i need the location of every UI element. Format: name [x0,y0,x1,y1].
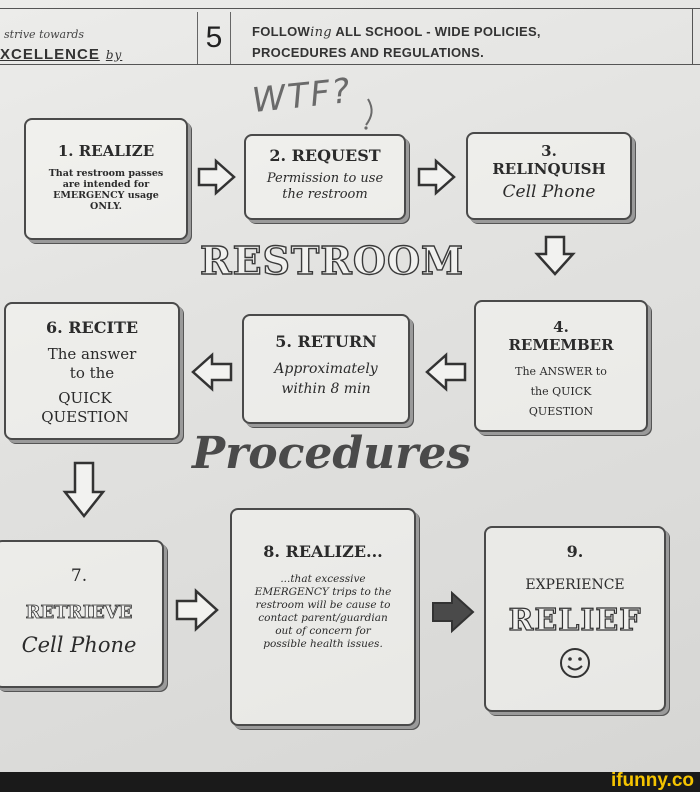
arrow-down-icon [62,461,106,519]
header-excellence-word: XCELLENCE [0,46,100,63]
step-7-box: 7. RETRIEVE Cell Phone [0,540,164,688]
step-4-title: REMEMBER [508,336,614,354]
arrow-left-icon [191,352,233,392]
step-9-box: 9. EXPERIENCE RELIEF [484,526,666,712]
step-3-body: Cell Phone [502,182,596,202]
title-ing: ing [310,25,332,40]
step-7-body: Cell Phone [21,633,137,657]
header-rule-number: 5 [197,12,231,64]
step-2-body: Permission to use the restroom [266,171,384,202]
watermark-bar: ifunny.co [0,770,700,792]
header-top-rule [0,8,700,9]
step-9-title: EXPERIENCE [525,577,625,593]
header-by: by [105,48,123,62]
step-2-title: 2. REQUEST [269,146,381,165]
arrow-left-icon [425,352,467,392]
step-1-body: That restroom passes are intended for EM… [48,168,164,212]
step-4-number: 4. [553,318,569,336]
step-5-title: 5. RETURN [275,332,377,351]
arrow-right-icon [175,588,219,632]
header-excellence: XCELLENCE by [0,46,122,63]
arrow-right-filled-icon [432,590,475,634]
step-5-body: Approximately within 8 min [274,361,378,397]
step-6-box: 6. RECITE The answer to the QUICK QUESTI… [4,302,180,440]
header-right-rule [692,8,693,64]
step-9-number: 9. [566,542,584,561]
step-7-number: 7. [70,566,88,586]
header-title: FOLLOWing ALL SCHOOL - WIDE POLICIES, PR… [252,22,541,63]
restroom-heading: RESTROOM [199,237,465,283]
step-3-title: RELINQUISH [492,160,606,178]
title-follow: FOLLOW [252,24,311,39]
step-5-box: 5. RETURN Approximately within 8 min [242,314,410,424]
worksheet-photo: strive towards XCELLENCE by 5 FOLLOWing A… [0,0,700,772]
step-7-title: RETRIEVE [25,602,133,624]
step-3-box: 3. RELINQUISH Cell Phone [466,132,632,220]
step-6-body: The answer to the [47,345,137,382]
step-4-body: The ANSWER to the QUICK QUESTION [515,365,607,418]
title-policies: ALL SCHOOL - WIDE POLICIES, [331,24,541,39]
smiley-icon [560,648,590,678]
step-6-title: 6. RECITE [45,318,139,337]
step-8-body: ...that excessive EMERGENCY trips to the… [254,573,392,650]
step-8-title: 8. REALIZE... [263,542,383,561]
step-9-body: RELIEF [508,602,642,638]
arrow-right-icon [197,158,236,196]
step-1-box: 1. REALIZE That restroom passes are inte… [24,118,188,240]
arrow-down-icon [534,235,576,276]
watermark-logo: ifunny.co [610,770,694,791]
handwritten-annotation: WTF? [250,70,354,122]
title-line2: PROCEDURES AND REGULATIONS. [252,45,485,60]
handwritten-pointer-icon [364,98,373,130]
procedures-heading: Procedures [192,428,472,479]
step-8-box: 8. REALIZE... ...that excessive EMERGENC… [230,508,416,726]
step-6-body-2: QUICK QUESTION [41,389,129,426]
step-3-number: 3. [541,142,557,160]
step-2-box: 2. REQUEST Permission to use the restroo… [244,134,406,220]
header-tagline: strive towards [4,28,85,41]
step-4-box: 4. REMEMBER The ANSWER to the QUICK QUES… [474,300,648,432]
header-bottom-rule [0,64,700,65]
arrow-right-icon [417,158,456,196]
step-1-title: 1. REALIZE [57,142,155,160]
